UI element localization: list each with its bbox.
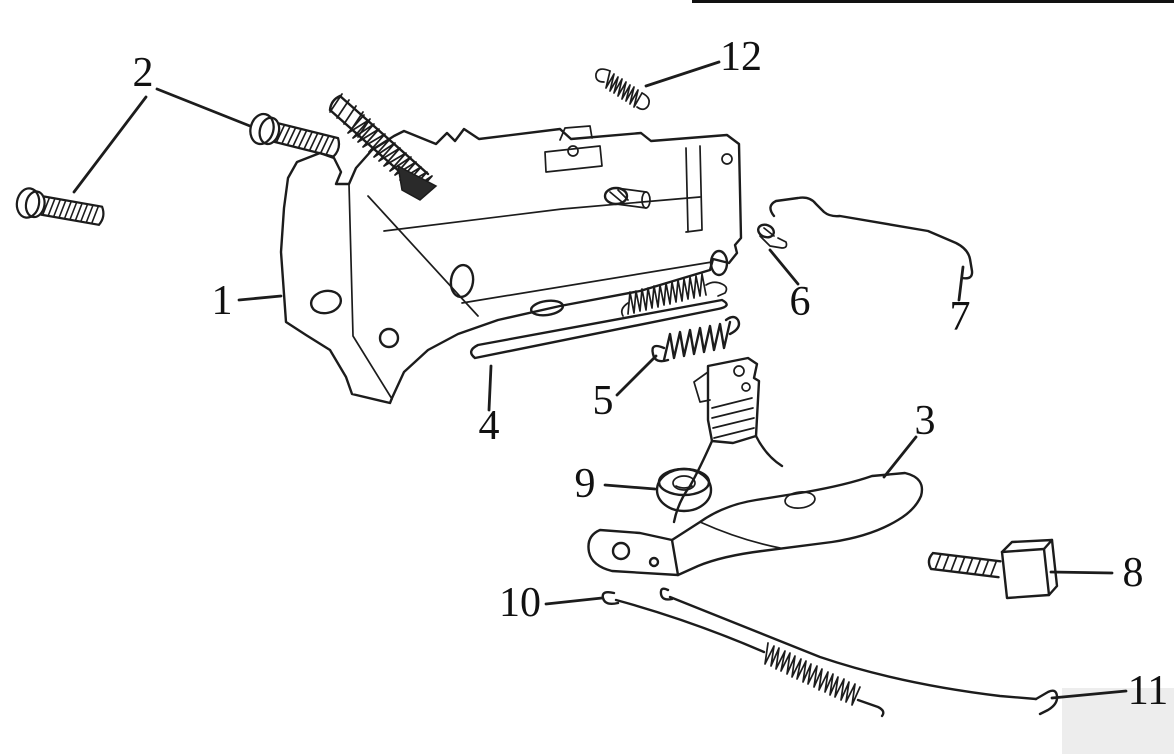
callout-label-4[interactable]: 4 (479, 403, 500, 449)
part-10-spring-rod (601, 590, 885, 718)
part-4-link-rod (470, 298, 728, 360)
leader-lines (72, 60, 1128, 700)
callout-label-10[interactable]: 10 (499, 580, 541, 626)
callout-label-5[interactable]: 5 (593, 378, 614, 424)
leader-line-2a (72, 95, 148, 194)
callout-label-12[interactable]: 12 (720, 34, 762, 80)
part-5-coil-spring (651, 315, 741, 363)
leader-line-8 (1049, 570, 1114, 575)
callout-labels: 1 2 3 4 5 6 7 8 9 10 11 12 (133, 34, 1169, 714)
leader-line-11 (1050, 689, 1128, 700)
upper-extension-spring (620, 273, 728, 317)
bracket-hole (309, 289, 343, 315)
part-12-extension-spring (595, 68, 650, 111)
screw-left (13, 185, 107, 232)
part-9-bushing (655, 467, 713, 513)
diagram-artwork (13, 60, 1128, 718)
callout-label-9[interactable]: 9 (575, 461, 596, 507)
bracket-top-details (544, 125, 733, 233)
pawl-tip (397, 164, 438, 201)
leader-line-6 (768, 248, 800, 286)
bracket-hole (378, 327, 400, 349)
leader-line-10 (544, 596, 604, 606)
part-6-clip (757, 223, 788, 249)
callout-label-8[interactable]: 8 (1123, 550, 1144, 596)
part-11-long-rod (659, 587, 1059, 716)
callout-label-7[interactable]: 7 (950, 294, 971, 340)
leader-line-7 (957, 265, 965, 302)
leader-line-9 (603, 483, 657, 491)
page-corner-block (1062, 688, 1174, 754)
callout-label-11[interactable]: 11 (1128, 668, 1168, 714)
part-1-main-bracket (279, 125, 743, 405)
callout-label-1[interactable]: 1 (212, 278, 233, 324)
leader-line-1 (237, 294, 283, 302)
leader-line-2b (155, 87, 252, 128)
part-3-lever-assembly (587, 356, 924, 577)
callout-label-2[interactable]: 2 (133, 50, 154, 96)
bracket-hole (709, 249, 729, 277)
leader-line-4 (487, 364, 493, 412)
bracket-slot (529, 299, 565, 317)
part-7-wire-rod (769, 196, 974, 280)
leader-line-3 (882, 435, 918, 479)
bracket-hole (449, 263, 475, 299)
leader-line-5 (615, 354, 658, 397)
callout-label-3[interactable]: 3 (915, 398, 936, 444)
leader-line-12 (644, 60, 721, 88)
callout-label-6[interactable]: 6 (790, 279, 811, 325)
part-8-square-head-bolt (927, 538, 1059, 600)
